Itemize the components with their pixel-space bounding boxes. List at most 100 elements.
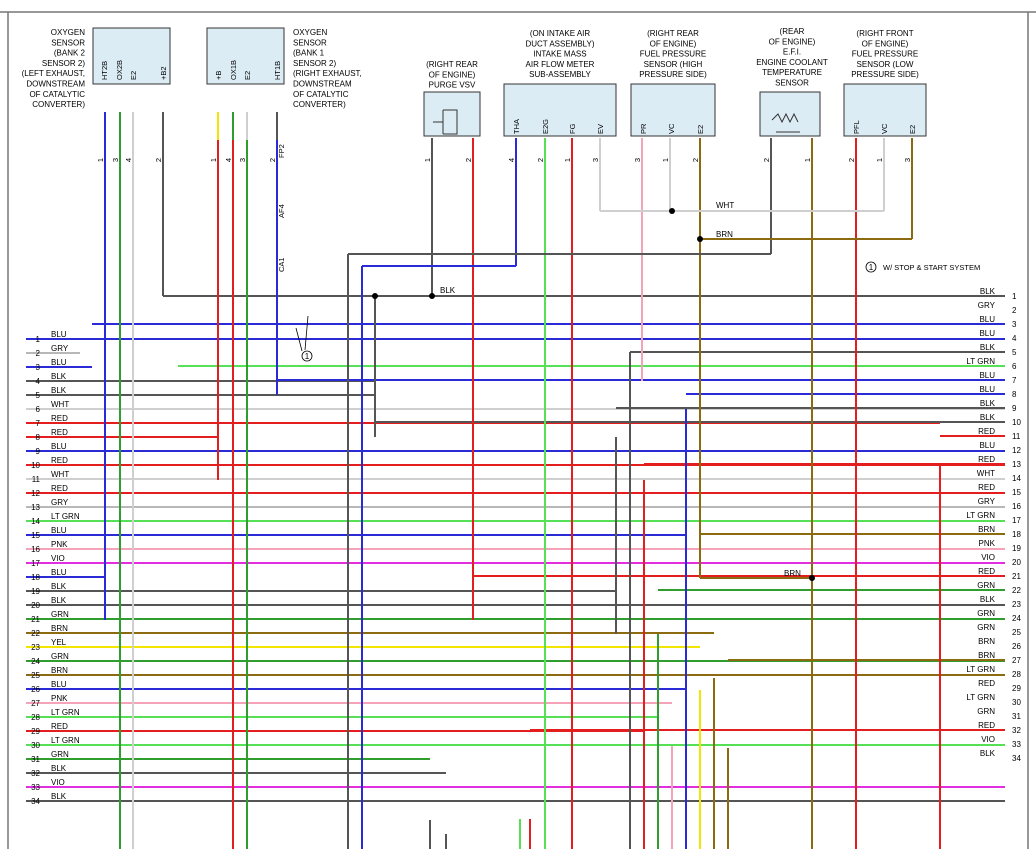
left-row-number-17: 17 [31,559,40,568]
o2-b2s2-label-4: (LEFT EXHAUST, [22,69,85,78]
left-wire-color-19: BLK [51,582,67,591]
right-row-number-16: 16 [1012,502,1021,511]
left-wire-color-10: RED [51,456,68,465]
right-wire-color-27: BRN [978,651,995,660]
right-row-number-12: 12 [1012,446,1021,455]
right-wire-color-22: GRN [977,581,995,590]
callout-marker-circle [301,350,313,362]
left-row-number-9: 9 [36,447,41,456]
thermistor-icon [771,112,800,133]
maf-pin-THA: THA [512,119,521,134]
right-wire-color-5: BLK [980,343,996,352]
right-row-number-20: 20 [1012,558,1021,567]
o2-b2s2-label-1: SENSOR [51,38,85,47]
o2-b1s2-label-2: (BANK 1 [293,49,325,58]
right-wire-color-23: BLK [980,595,996,604]
pin-number-600: 3 [591,158,600,162]
left-row-number-26: 26 [31,685,40,694]
o2-b1s2-label-7: CONVERTER) [293,100,346,109]
o2-b1s2-pin-E2: E2 [243,71,252,80]
coolant-temp-sensor-box [759,91,821,137]
right-row-number-18: 18 [1012,530,1021,539]
pin-number-884: 1 [875,158,884,162]
left-wire-color-24: GRN [51,652,69,661]
right-wire-color-16: GRY [978,497,996,506]
right-row-number-24: 24 [1012,614,1021,623]
right-row-number-23: 23 [1012,600,1021,609]
left-row-number-2: 2 [36,349,41,358]
o2-b2s2-pin-OX2B: OX2B [115,60,124,80]
maf-pin-E2G: E2G [541,119,550,134]
right-row-number-5: 5 [1012,348,1017,357]
right-row-number-2: 2 [1012,306,1017,315]
left-wire-color-29: RED [51,722,68,731]
ect-label-1: OF ENGINE) [769,37,816,46]
left-wire-color-28: LT GRN [51,708,80,717]
ect-label-4: TEMPERATURE [762,68,822,77]
pin-number-233: 4 [224,158,233,162]
right-row-number-8: 8 [1012,390,1017,399]
maf-label-0: (ON INTAKE AIR [530,29,591,38]
left-row-number-12: 12 [31,489,40,498]
left-row-number-13: 13 [31,503,40,512]
left-wire-color-20: BLK [51,596,67,605]
left-row-number-29: 29 [31,727,40,736]
fp-low-label-0: (RIGHT FRONT [856,29,913,38]
right-row-number-17: 17 [1012,516,1021,525]
left-row-number-19: 19 [31,587,40,596]
splice-point [372,293,378,299]
o2-b2s2-pin-+B2: +B2 [159,66,168,80]
connector-FP2: FP2 [277,144,286,158]
right-row-number-14: 14 [1012,474,1021,483]
right-row-number-10: 10 [1012,418,1021,427]
o2-b2s2-pin-E2: E2 [129,71,138,80]
right-wire-color-30: LT GRN [966,693,995,702]
left-row-number-30: 30 [31,741,40,750]
left-wire-color-3: BLU [51,358,67,367]
right-row-number-25: 25 [1012,628,1021,637]
right-row-number-34: 34 [1012,754,1021,763]
pin-number-516: 4 [507,158,516,162]
right-row-number-4: 4 [1012,334,1017,343]
o2-b1s2-pin-+B: +B [214,71,223,80]
right-wire-color-34: BLK [980,749,996,758]
connector-AF4: AF4 [277,204,286,218]
pin-number-277: 2 [268,158,277,162]
wire-layer [26,112,1005,849]
right-wire-color-26: BRN [978,637,995,646]
right-wire-color-21: RED [978,567,995,576]
right-row-number-21: 21 [1012,572,1021,581]
left-row-number-10: 10 [31,461,40,470]
fp-low-pin-VC: VC [880,123,889,134]
pin-number-670: 1 [661,158,670,162]
left-row-number-5: 5 [36,391,41,400]
o2-b1s2-pin-HT1B: HT1B [273,61,282,80]
left-row-number-34: 34 [31,797,40,806]
o2-b2s2-label-3: SENSOR 2) [42,59,85,68]
right-row-number-19: 19 [1012,544,1021,553]
callout-leader [295,315,309,352]
fuel-pressure-high-box [630,83,716,137]
fp-high-label-4: PRESSURE SIDE) [639,70,707,79]
o2-b1s2-label-6: OF CATALYTIC [293,90,349,99]
left-wire-color-33: VIO [51,778,65,787]
right-row-number-27: 27 [1012,656,1021,665]
left-wire-color-2: GRY [51,344,69,353]
o2-b2s2-label-6: OF CATALYTIC [29,90,85,99]
left-row-number-23: 23 [31,643,40,652]
right-wire-color-13: RED [978,455,995,464]
left-wire-color-11: WHT [51,470,69,479]
splice-label-1: BRN [716,230,733,239]
left-wire-color-8: RED [51,428,68,437]
right-wire-color-11: RED [978,427,995,436]
fp-high-pin-PR: PR [639,123,648,134]
pin-number-133: 4 [124,158,133,162]
pin-number-700: 2 [691,158,700,162]
pin-number-163: 2 [154,158,163,162]
right-wire-color-20: VIO [981,553,995,562]
right-row-number-1: 1 [1012,292,1017,301]
right-wire-color-17: LT GRN [966,511,995,520]
left-wire-color-30: LT GRN [51,736,80,745]
left-wire-color-17: VIO [51,554,65,563]
